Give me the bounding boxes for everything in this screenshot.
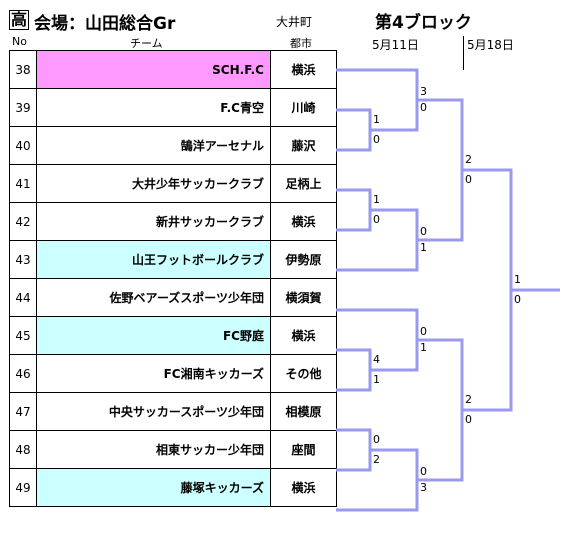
row-number: 41 bbox=[9, 164, 37, 203]
match-score: 0 bbox=[373, 433, 380, 446]
row-number: 40 bbox=[9, 126, 37, 165]
match-score: 0 bbox=[373, 133, 380, 146]
team-name: 中央サッカースポーツ少年団 bbox=[36, 392, 271, 431]
team-name: FC野庭 bbox=[36, 316, 271, 355]
row-number: 42 bbox=[9, 202, 37, 241]
match-score: 0 bbox=[465, 413, 472, 426]
team-name: 新井サッカークラブ bbox=[36, 202, 271, 241]
bracket-final bbox=[462, 168, 513, 412]
bracket-m41-42 bbox=[336, 188, 372, 232]
match-score: 1 bbox=[373, 373, 380, 386]
team-name: 鵠洋アーセナル bbox=[36, 126, 271, 165]
date-round2: 5月18日 bbox=[467, 38, 514, 52]
team-name: 大井少年サッカークラブ bbox=[36, 164, 271, 203]
team-city: 伊勢原 bbox=[270, 240, 337, 279]
bracket-m47-48 bbox=[336, 428, 372, 472]
team-city: 相模原 bbox=[270, 392, 337, 431]
match-score: 2 bbox=[465, 153, 472, 166]
team-city: その他 bbox=[270, 354, 337, 393]
match-score: 2 bbox=[465, 393, 472, 406]
venue-title: 会場：山田総合Gr bbox=[34, 14, 176, 34]
team-city: 座間 bbox=[270, 430, 337, 469]
date-round1: 5月11日 bbox=[372, 38, 419, 52]
match-score: 1 bbox=[420, 241, 427, 254]
bracket-m45-46 bbox=[336, 348, 372, 392]
match-score: 0 bbox=[420, 325, 427, 338]
team-name: FC湘南キッカーズ bbox=[36, 354, 271, 393]
match-score: 0 bbox=[465, 173, 472, 186]
team-city: 横浜 bbox=[270, 468, 337, 507]
team-city: 横浜 bbox=[270, 202, 337, 241]
team-name: SCH.F.C bbox=[36, 50, 271, 89]
team-name: 藤塚キッカーズ bbox=[36, 468, 271, 507]
match-score: 0 bbox=[373, 213, 380, 226]
row-number: 49 bbox=[9, 468, 37, 507]
match-score: 3 bbox=[420, 85, 427, 98]
match-score: 0 bbox=[420, 225, 427, 238]
category-badge: 高 bbox=[9, 10, 29, 30]
match-score: 0 bbox=[420, 101, 427, 114]
team-city: 横浜 bbox=[270, 316, 337, 355]
team-name: 相東サッカー少年団 bbox=[36, 430, 271, 469]
row-number: 39 bbox=[9, 88, 37, 127]
match-score: 1 bbox=[420, 341, 427, 354]
team-name: F.C青空 bbox=[36, 88, 271, 127]
match-score: 1 bbox=[373, 193, 380, 206]
match-score: 1 bbox=[514, 273, 521, 286]
block-title: 第4ブロック bbox=[375, 13, 472, 33]
match-score: 1 bbox=[373, 113, 380, 126]
match-score: 0 bbox=[420, 465, 427, 478]
bracket-semi-bot bbox=[417, 338, 464, 482]
match-score: 0 bbox=[514, 293, 521, 306]
date-divider bbox=[463, 36, 464, 70]
match-score: 3 bbox=[420, 481, 427, 494]
town-label: 大井町 bbox=[276, 15, 313, 29]
match-score: 2 bbox=[373, 453, 380, 466]
bracket-m39-40 bbox=[336, 108, 372, 152]
col-team-header: チーム bbox=[130, 37, 163, 50]
col-no-header: No bbox=[12, 35, 27, 48]
bracket-semi-top bbox=[417, 98, 464, 242]
match-score: 4 bbox=[373, 353, 380, 366]
col-city-header: 都市 bbox=[290, 37, 312, 50]
